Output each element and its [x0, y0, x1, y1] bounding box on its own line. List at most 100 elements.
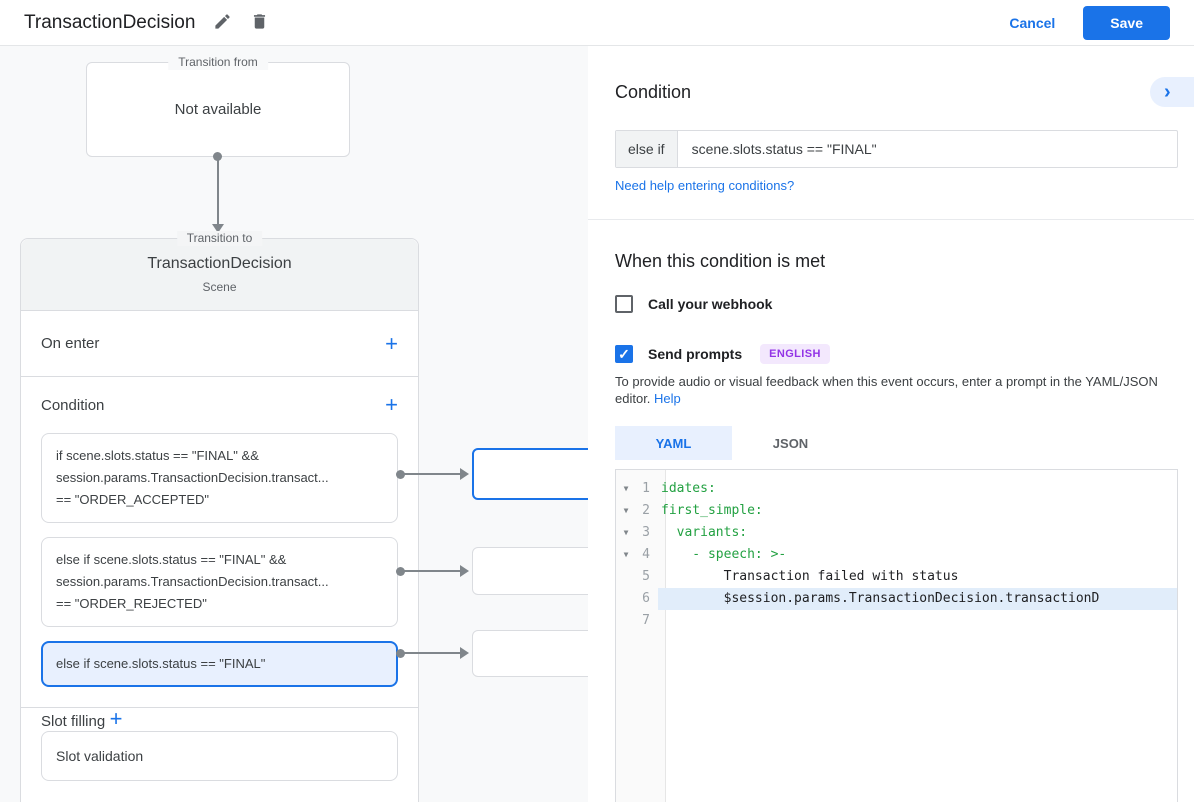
handler-label: Slot validation — [56, 748, 144, 764]
when-condition-met-title: When this condition is met — [615, 251, 826, 271]
editor-gutter — [616, 470, 666, 802]
tab-json[interactable]: JSON — [772, 435, 809, 451]
panel-divider — [588, 219, 1194, 220]
save-button[interactable]: Save — [1083, 5, 1170, 40]
condition-text: else if scene.slots.status == "FINAL" && — [56, 552, 287, 567]
fold-spacer — [616, 588, 636, 610]
code-line: 5 Transaction failed with status — [616, 566, 1177, 588]
connector-dot — [396, 649, 405, 658]
line-number: 7 — [642, 613, 650, 628]
arrow-right-icon — [460, 647, 469, 659]
condition-expression-input[interactable] — [677, 131, 1177, 167]
line-number: 2 — [642, 503, 650, 518]
condition-input-group: else if — [615, 130, 1178, 168]
code-text: $session.params.TransactionDecision.tran… — [658, 588, 1177, 610]
add-condition-icon[interactable]: + — [385, 392, 398, 417]
arrow-down-icon — [212, 224, 224, 233]
send-prompts-label: Send prompts — [648, 346, 743, 362]
connector-dot — [396, 567, 405, 576]
call-webhook-row: Call your webhook — [615, 295, 772, 313]
code-line: ▼ 1 idates: — [616, 478, 1177, 500]
send-prompts-checkbox[interactable]: ✓ — [615, 345, 633, 363]
code-line: ▼ 4 - speech: >- — [616, 544, 1177, 566]
conditions-help-link[interactable]: Need help entering conditions? — [615, 178, 795, 193]
line-number: 1 — [642, 481, 650, 496]
yaml-code-editor[interactable]: ▼ 1 idates: ▼ 2 first_simple: ▼ 3 varian… — [615, 469, 1178, 802]
prompt-help-link[interactable]: Help — [654, 391, 681, 406]
slot-validation-card[interactable]: Slot validation — [41, 731, 398, 781]
call-webhook-label: Call your webhook — [648, 296, 773, 312]
connector-line — [217, 155, 219, 225]
condition-section: Condition + if scene.slots.status == "FI… — [21, 377, 418, 708]
top-bar: TransactionDecision Cancel Save — [0, 0, 1194, 46]
scene-type-label: Scene — [202, 280, 237, 294]
chevron-right-icon: › — [1164, 81, 1171, 103]
code-line: 7 — [616, 610, 1177, 632]
condition-card-order-accepted[interactable]: if scene.slots.status == "FINAL" && sess… — [41, 433, 398, 523]
fold-arrow-icon[interactable]: ▼ — [623, 528, 629, 537]
condition-prefix-label: else if — [616, 131, 678, 167]
connector-line — [402, 652, 460, 654]
delete-scene-button[interactable] — [250, 12, 269, 34]
prompt-description: To provide audio or visual feedback when… — [615, 373, 1175, 407]
editor-tabs: YAML JSON — [615, 426, 849, 460]
fold-arrow-icon[interactable]: ▼ — [623, 550, 629, 559]
fold-arrow-icon[interactable]: ▼ — [623, 506, 629, 515]
condition-detail-panel: Condition › else if Need help entering c… — [588, 46, 1194, 802]
code-line-highlighted: 6 $session.params.TransactionDecision.tr… — [616, 588, 1177, 610]
condition-section-label: Condition — [41, 396, 105, 414]
transition-target-box-3[interactable] — [472, 630, 588, 677]
on-enter-section[interactable]: On enter + — [21, 311, 418, 377]
code-line: ▼ 3 variants: — [616, 522, 1177, 544]
page-title: TransactionDecision — [24, 11, 196, 33]
add-on-enter-icon[interactable]: + — [385, 330, 398, 356]
scene-card: Transition to TransactionDecision Scene … — [20, 231, 419, 802]
collapse-panel-button[interactable]: › — [1150, 77, 1194, 107]
condition-text: session.params.TransactionDecision.trans… — [56, 574, 329, 589]
condition-text: if scene.slots.status == "FINAL" && — [56, 448, 259, 463]
condition-text: == "ORDER_ACCEPTED" — [56, 492, 209, 507]
code-text: variants: — [661, 525, 748, 540]
cancel-button[interactable]: Cancel — [1009, 14, 1056, 31]
pencil-icon — [213, 12, 232, 34]
condition-text: session.params.TransactionDecision.trans… — [56, 470, 329, 485]
panel-title: Condition — [615, 82, 692, 102]
language-badge: ENGLISH — [760, 344, 830, 364]
transition-target-box-1[interactable] — [472, 448, 588, 500]
transition-from-legend: Transition from — [168, 55, 268, 70]
scene-flow-canvas: Transition from Not available Transition… — [0, 46, 588, 802]
transition-to-legend: Transition to — [176, 231, 263, 246]
connector-dot — [396, 470, 405, 479]
condition-card-final-selected[interactable]: else if scene.slots.status == "FINAL" — [41, 641, 398, 687]
check-icon: ✓ — [618, 346, 630, 362]
line-number: 4 — [642, 547, 650, 562]
transition-from-value: Not available — [174, 101, 262, 118]
arrow-right-icon — [460, 565, 469, 577]
on-enter-label: On enter — [41, 335, 100, 352]
slot-filling-section: Slot filling + Slot validation — [21, 708, 418, 801]
fold-arrow-icon[interactable]: ▼ — [623, 484, 629, 493]
trash-icon — [250, 12, 269, 34]
condition-text: else if scene.slots.status == "FINAL" — [56, 656, 266, 671]
fold-spacer — [616, 566, 636, 588]
code-text — [658, 610, 1177, 632]
transition-from-box: Transition from Not available — [86, 55, 350, 157]
condition-text: == "ORDER_REJECTED" — [56, 596, 207, 611]
line-number: 3 — [642, 525, 650, 540]
connector-line — [402, 570, 460, 572]
call-webhook-checkbox[interactable] — [615, 295, 633, 313]
code-text: first_simple: — [661, 503, 763, 518]
transition-target-box-2[interactable] — [472, 547, 588, 595]
send-prompts-row: ✓ Send prompts ENGLISH — [615, 344, 830, 364]
add-slot-icon[interactable]: + — [109, 706, 123, 731]
code-text: Transaction failed with status — [661, 569, 959, 584]
code-text: - speech: >- — [661, 547, 787, 562]
scene-card-header[interactable]: TransactionDecision Scene — [21, 239, 418, 311]
fold-spacer — [616, 610, 636, 632]
code-line: ▼ 2 first_simple: — [616, 500, 1177, 522]
tab-yaml[interactable]: YAML — [615, 426, 732, 460]
connector-line — [402, 473, 460, 475]
condition-card-order-rejected[interactable]: else if scene.slots.status == "FINAL" &&… — [41, 537, 398, 627]
edit-scene-button[interactable] — [213, 12, 232, 34]
arrow-right-icon — [460, 468, 469, 480]
